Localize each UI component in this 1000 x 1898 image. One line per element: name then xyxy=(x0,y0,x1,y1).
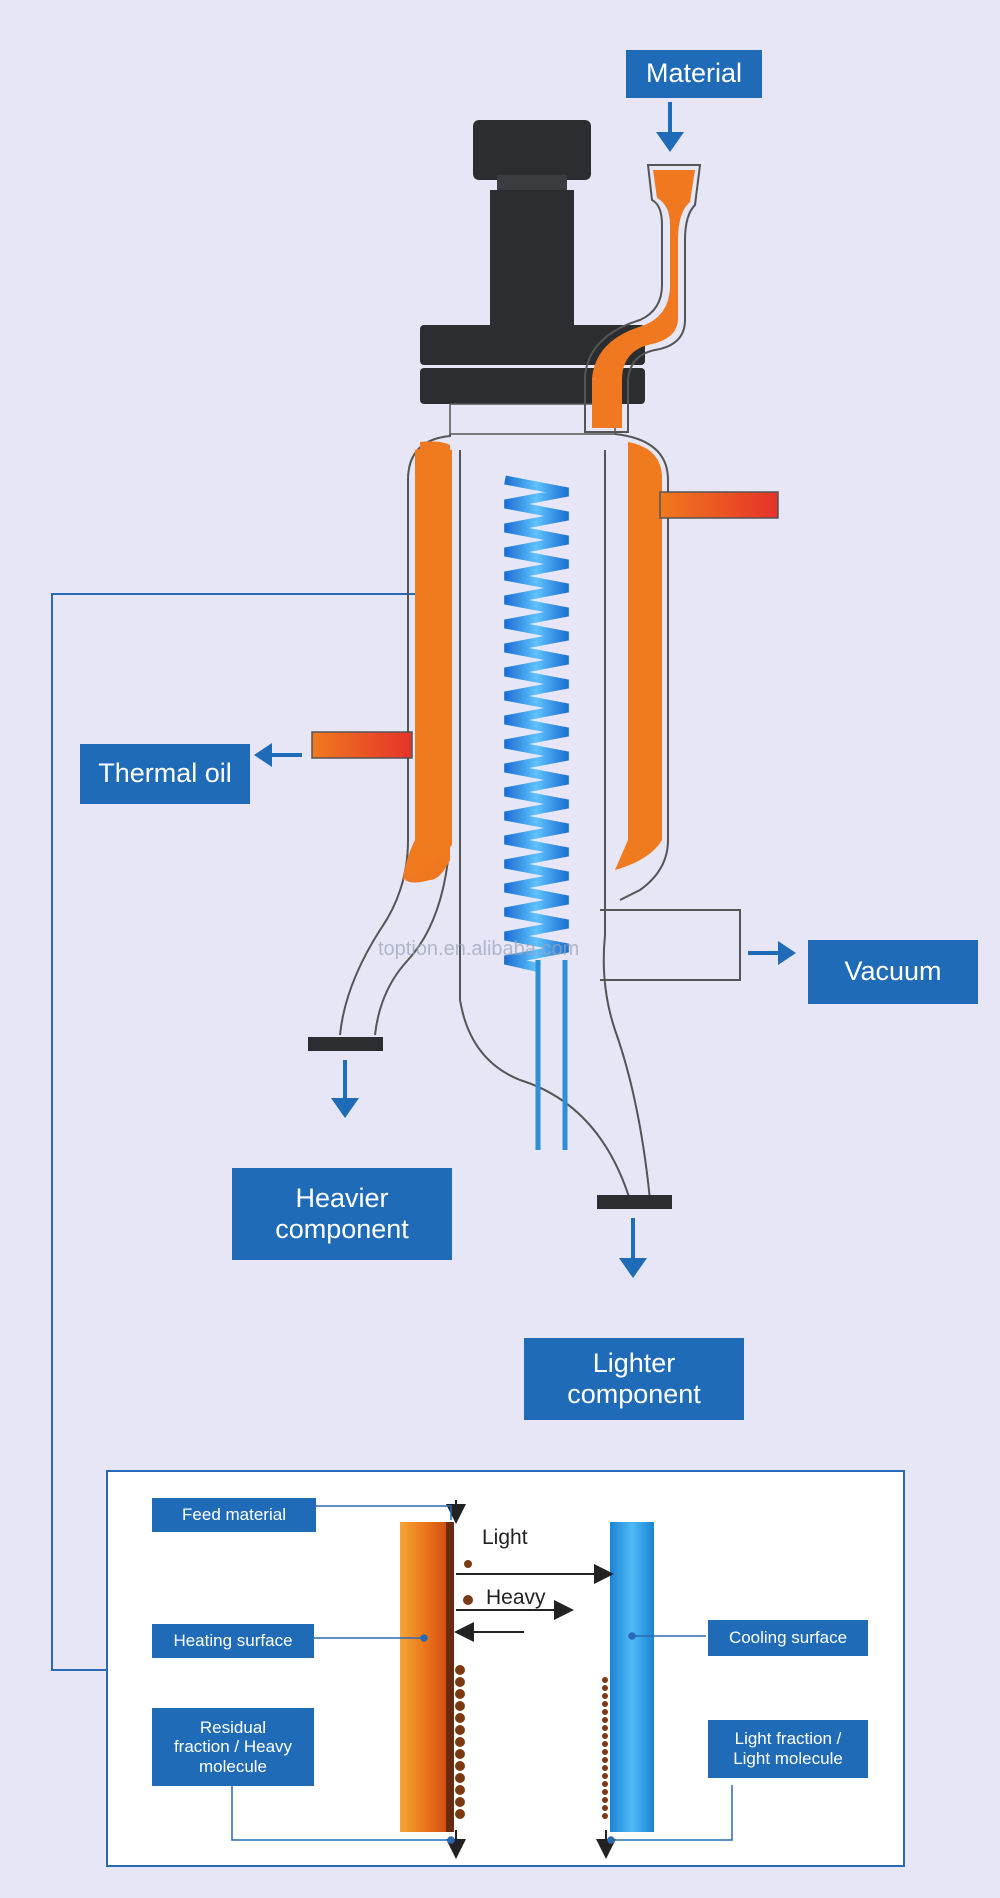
watermark: toption.en.alibaba.com xyxy=(378,938,580,960)
thermal-oil-inlet-pipe xyxy=(659,491,779,519)
separation-detail-graphic xyxy=(231,1500,733,1859)
light-fraction-label: Light fraction / Light molecule xyxy=(708,1720,868,1778)
motor-icon xyxy=(420,120,645,435)
residual-droplets xyxy=(455,1665,465,1819)
heating-surface-bar xyxy=(400,1522,446,1832)
material-arrow-icon xyxy=(656,132,684,152)
heating-film xyxy=(446,1522,454,1832)
heavy-molecule-dot xyxy=(463,1595,473,1605)
heating-jacket-right xyxy=(615,442,662,870)
residual-fraction-label: Residual fraction / Heavy molecule xyxy=(152,1708,314,1786)
light-droplets xyxy=(602,1677,608,1819)
thermal-oil-label: Thermal oil xyxy=(80,744,250,804)
flow-arrows xyxy=(254,102,796,1278)
vacuum-arrow-icon xyxy=(778,941,796,965)
vessel-outline xyxy=(339,433,741,1201)
feed-material-label: Feed material xyxy=(152,1498,316,1532)
feed-pipe xyxy=(584,164,702,433)
molecule-arrows xyxy=(446,1500,616,1859)
heavier-outlet-flange xyxy=(308,1037,383,1051)
vacuum-label: Vacuum xyxy=(808,940,978,1004)
heavier-arrow-icon xyxy=(331,1098,359,1118)
light-text: Light xyxy=(482,1526,528,1549)
connector-line xyxy=(51,593,430,1671)
light-molecule-dot xyxy=(464,1560,472,1568)
leader-lines xyxy=(231,1505,733,1844)
material-label: Material xyxy=(626,50,762,98)
lighter-outlet-flange xyxy=(597,1195,672,1209)
lighter-component-label: Lighter component xyxy=(524,1338,744,1420)
heavier-component-label: Heavier component xyxy=(232,1168,452,1260)
heating-surface-label: Heating surface xyxy=(152,1624,314,1658)
lighter-arrow-icon xyxy=(619,1258,647,1278)
separation-detail-panel: Light Heavy Feed material Heating surfac… xyxy=(106,1470,905,1867)
cooling-surface-bar xyxy=(610,1522,654,1832)
heavy-text: Heavy xyxy=(486,1586,546,1609)
cooling-surface-label: Cooling surface xyxy=(708,1620,868,1656)
thermal-oil-arrow-icon xyxy=(254,743,272,767)
thermal-oil-outlet-pipe xyxy=(311,731,413,759)
heating-jacket-left-fill xyxy=(403,447,452,880)
cooling-coil xyxy=(503,475,569,1150)
